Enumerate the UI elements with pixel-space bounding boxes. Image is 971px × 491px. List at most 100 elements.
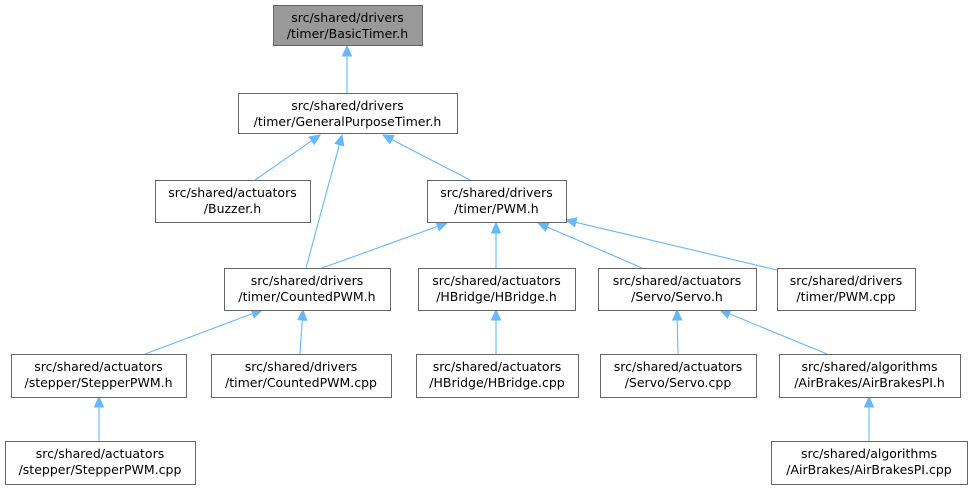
arrow-head-icon: [341, 44, 353, 57]
edge-stepper_pwm_cpp-to-stepper_pwm_h: [93, 395, 105, 441]
node-hbridge-h[interactable]: src/shared/actuators/HBridge/HBridge.h: [418, 268, 576, 311]
arrow-head-icon: [490, 221, 502, 234]
edge-line: [299, 319, 303, 355]
node-box: [155, 180, 311, 223]
edge-servo_h-to-pwm_h: [536, 222, 643, 269]
node-box: [777, 268, 916, 311]
node-box: [600, 354, 757, 398]
node-label-line2: /Servo/Servo.h: [631, 289, 723, 304]
node-label-line1: src/shared/actuators: [614, 359, 742, 374]
edge-line: [676, 319, 679, 355]
edge-stepper_pwm_h-to-counted_pwm_h: [144, 308, 264, 355]
node-airbrakes-pi-cpp[interactable]: src/shared/algorithms/AirBrakes/AirBrake…: [771, 441, 968, 485]
node-box: [5, 441, 196, 485]
node-box: [418, 268, 576, 311]
node-label-line2: /timer/CountedPWM.cpp: [225, 375, 377, 390]
edge-pwm_h-to-gp_timer_h: [381, 134, 471, 181]
node-label-line1: src/shared/drivers: [790, 273, 903, 288]
edge-counted_pwm_h-to-gp_timer_h: [305, 133, 345, 269]
node-label-line2: /timer/PWM.h: [454, 201, 538, 216]
edge-servo_cpp-to-servo_h: [671, 308, 683, 355]
node-box: [598, 268, 757, 311]
edge-line: [575, 221, 778, 271]
node-pwm-h[interactable]: src/shared/drivers/timer/PWM.h: [427, 180, 567, 223]
arrow-head-icon: [863, 395, 875, 408]
arrow-head-icon: [536, 222, 550, 233]
arrow-head-icon: [671, 308, 683, 321]
edge-airbrakes_pi_h-to-servo_h: [718, 309, 828, 355]
node-stepper-pwm-h[interactable]: src/shared/actuators/stepper/StepperPWM.…: [11, 354, 187, 398]
node-label-line1: src/shared/drivers: [251, 273, 364, 288]
node-airbrakes-pi-h[interactable]: src/shared/algorithms/AirBrakes/AirBrake…: [779, 354, 961, 398]
node-label-line1: src/shared/actuators: [168, 185, 296, 200]
node-buzzer-h[interactable]: src/shared/actuators/Buzzer.h: [155, 180, 311, 223]
node-servo-h[interactable]: src/shared/actuators/Servo/Servo.h: [598, 268, 757, 311]
arrow-head-icon: [93, 395, 105, 408]
node-label-line2: /stepper/StepperPWM.cpp: [19, 462, 182, 477]
node-gp-timer-h[interactable]: src/shared/drivers/timer/GeneralPurposeT…: [238, 93, 458, 134]
edges-layer: [93, 44, 875, 441]
edge-gp_timer_h-to-basic_timer_h: [341, 44, 353, 93]
node-label-line2: /timer/BasicTimer.h: [287, 26, 408, 41]
edge-line: [546, 226, 643, 269]
edge-line: [391, 139, 471, 181]
node-servo-cpp[interactable]: src/shared/actuators/Servo/Servo.cpp: [600, 354, 757, 398]
node-counted-pwm-h[interactable]: src/shared/drivers/timer/CountedPWM.h: [224, 268, 391, 311]
arrow-head-icon: [490, 308, 502, 321]
edge-counted_pwm_cpp-to-counted_pwm_h: [297, 308, 308, 355]
node-label-line2: /AirBrakes/AirBrakesPI.h: [794, 375, 945, 390]
node-pwm-cpp[interactable]: src/shared/drivers/timer/PWM.cpp: [777, 268, 916, 311]
edge-line: [144, 313, 253, 355]
node-label-line1: src/shared/actuators: [432, 273, 560, 288]
node-label-line2: /HBridge/HBridge.h: [436, 289, 557, 304]
node-box: [779, 354, 961, 398]
node-label-line2: /stepper/StepperPWM.h: [24, 375, 172, 390]
nodes-layer: src/shared/drivers/timer/BasicTimer.hsrc…: [5, 5, 968, 485]
node-box: [211, 354, 392, 398]
node-label-line2: /HBridge/HBridge.cpp: [429, 375, 564, 390]
node-label-line1: src/shared/drivers: [291, 98, 404, 113]
node-label-line1: src/shared/actuators: [34, 359, 162, 374]
arrow-head-icon: [435, 221, 449, 232]
edge-hbridge_cpp-to-hbridge_h: [490, 308, 502, 354]
edge-line: [305, 144, 340, 269]
node-label-line1: src/shared/actuators: [613, 273, 741, 288]
node-label-line1: src/shared/drivers: [245, 359, 358, 374]
node-hbridge-cpp[interactable]: src/shared/actuators/HBridge/HBridge.cpp: [416, 354, 579, 398]
node-counted-pwm-cpp[interactable]: src/shared/drivers/timer/CountedPWM.cpp: [211, 354, 392, 398]
edge-airbrakes_pi_cpp-to-airbrakes_pi_h: [863, 395, 875, 441]
node-label-line2: /Buzzer.h: [204, 201, 261, 216]
node-basic-timer-h[interactable]: src/shared/drivers/timer/BasicTimer.h: [273, 5, 423, 46]
edge-pwm_cpp-to-pwm_h: [564, 217, 778, 271]
node-box: [238, 93, 458, 134]
node-stepper-pwm-cpp[interactable]: src/shared/actuators/stepper/StepperPWM.…: [5, 441, 196, 485]
node-label-line1: src/shared/actuators: [433, 359, 561, 374]
node-box: [427, 180, 567, 223]
node-label-line1: src/shared/drivers: [291, 10, 404, 25]
node-label-line2: /timer/PWM.cpp: [796, 289, 895, 304]
node-label-line2: /timer/CountedPWM.h: [238, 289, 375, 304]
edge-line: [729, 313, 828, 355]
edge-buzzer_h-to-gp_timer_h: [254, 134, 322, 181]
node-box: [771, 441, 968, 485]
node-label-line1: src/shared/actuators: [36, 446, 164, 461]
node-label-line1: src/shared/drivers: [440, 185, 553, 200]
node-box: [11, 354, 187, 398]
node-label-line1: src/shared/algorithms: [801, 359, 937, 374]
node-label-line1: src/shared/algorithms: [801, 446, 937, 461]
edge-line: [254, 140, 313, 181]
node-label-line2: /AirBrakes/AirBrakesPI.cpp: [786, 462, 951, 477]
node-label-line2: /Servo/Servo.cpp: [625, 375, 732, 390]
arrow-head-icon: [297, 308, 308, 321]
node-box: [273, 5, 423, 46]
edge-hbridge_h-to-pwm_h: [490, 221, 502, 268]
edge-counted_pwm_h-to-pwm_h: [321, 221, 449, 269]
arrow-head-icon: [308, 134, 322, 146]
node-box: [224, 268, 391, 311]
node-box: [416, 354, 579, 398]
node-label-line2: /timer/GeneralPurposeTimer.h: [254, 114, 442, 129]
arrow-head-icon: [381, 134, 395, 145]
arrow-head-icon: [564, 217, 578, 228]
edge-line: [321, 225, 438, 269]
